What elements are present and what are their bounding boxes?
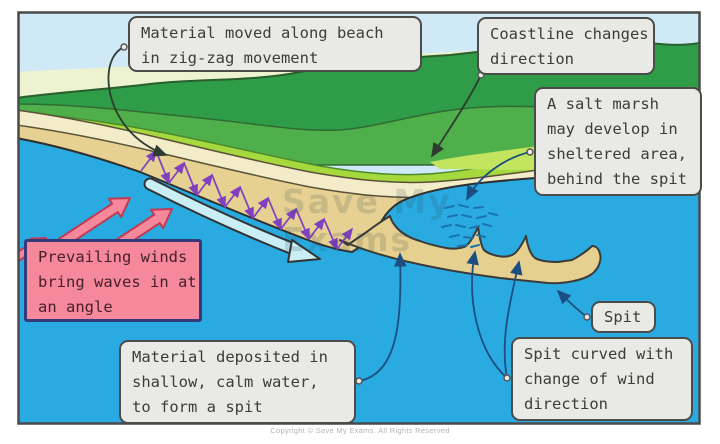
label-line: Spit bbox=[604, 308, 642, 326]
copyright-text: Copyright © Save My Exams. All Rights Re… bbox=[270, 426, 450, 435]
label-line: in zig-zag movement bbox=[141, 49, 319, 67]
label-line: Material moved along beach bbox=[141, 24, 384, 42]
label-line: to form a spit bbox=[132, 398, 263, 416]
label-line: sheltered area, bbox=[547, 145, 687, 163]
label-salt-marsh: A salt marsh may develop in sheltered ar… bbox=[534, 87, 702, 196]
label-line: Spit curved with bbox=[524, 345, 674, 363]
label-line: an angle bbox=[38, 298, 113, 316]
frame-border bbox=[17, 11, 701, 425]
spit-shape bbox=[339, 215, 602, 285]
label-line: change of wind bbox=[524, 370, 655, 388]
connector-dots bbox=[120, 43, 591, 385]
label-material-deposited: Material deposited in shallow, calm wate… bbox=[119, 340, 356, 424]
label-spit: Spit bbox=[591, 301, 656, 333]
label-line: may develop in bbox=[547, 120, 678, 138]
longshore-drift-arrow bbox=[143, 177, 321, 263]
label-line: Material deposited in bbox=[132, 348, 328, 366]
label-line: Coastline changes bbox=[490, 25, 649, 43]
salt-marsh-marks bbox=[441, 204, 498, 248]
label-line: shallow, calm water, bbox=[132, 373, 319, 391]
label-line: direction bbox=[524, 395, 608, 413]
label-spit-curved: Spit curved with change of wind directio… bbox=[511, 337, 693, 421]
label-line: A salt marsh bbox=[547, 95, 659, 113]
label-coastline-changes: Coastline changes direction bbox=[477, 17, 655, 75]
label-material-moved: Material moved along beach in zig-zag mo… bbox=[128, 16, 422, 72]
label-prevailing-winds: Prevailing winds bring waves in at an an… bbox=[24, 239, 202, 322]
label-line: Prevailing winds bbox=[38, 248, 188, 266]
label-line: behind the spit bbox=[547, 170, 687, 188]
pointer-arrows bbox=[107, 43, 591, 385]
label-line: direction bbox=[490, 50, 574, 68]
label-line: bring waves in at bbox=[38, 273, 197, 291]
